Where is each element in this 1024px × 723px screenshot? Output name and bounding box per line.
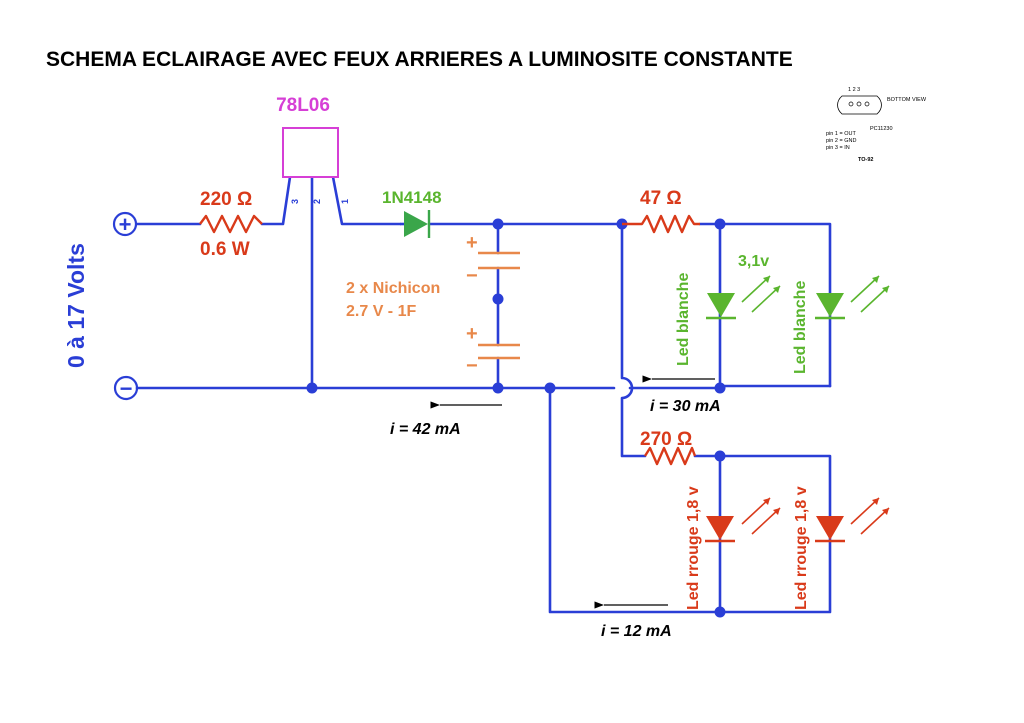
diagram-title: SCHEMA ECLAIRAGE AVEC FEUX ARRIERES A LU…	[46, 48, 793, 71]
cap1-plus: +	[466, 232, 478, 254]
red-led-1	[705, 497, 781, 543]
white-led-1	[706, 275, 781, 320]
regulator-78l06: 78L06 3 2 1	[276, 95, 350, 204]
current-red-label: i = 12 mA	[601, 623, 672, 640]
regulator-name: 78L06	[276, 95, 330, 116]
plus-sign: +	[119, 212, 132, 237]
white-led-label-1: Led blanche	[675, 273, 692, 366]
red-led-2	[815, 497, 890, 543]
resistor-47: 47 Ω	[622, 188, 700, 234]
pinout-pin2: pin 2 = GND	[826, 138, 856, 144]
positive-terminal: +	[112, 211, 138, 237]
supply-voltage-label: 0 à 17 Volts	[63, 243, 89, 368]
current-arrow-red: i = 12 mA	[594, 601, 672, 640]
current-white-label: i = 30 mA	[650, 398, 721, 415]
pinout-package: TO-92	[858, 157, 874, 163]
regulator-pin3: 3	[290, 199, 300, 204]
red-led-label-2: Led rrouge 1,8 v	[793, 486, 810, 610]
pinout-numbers: 1 2 3	[848, 87, 860, 93]
pinout-code: PC11230	[870, 126, 893, 132]
minus-sign: −	[120, 376, 133, 401]
red-led-label-1: Led rrouge 1,8 v	[685, 486, 702, 610]
capacitors: + − + − 2 x Nichicon 2.7 V - 1F	[346, 232, 520, 377]
junctions	[306, 218, 726, 618]
capacitor-label-1: 2 x Nichicon	[346, 280, 440, 297]
resistor-220-power: 0.6 W	[200, 239, 250, 260]
resistor-270-value: 270 Ω	[640, 429, 692, 450]
current-arrow-white: i = 30 mA	[642, 375, 721, 415]
cap2-plus: +	[466, 323, 478, 345]
white-led-2	[815, 275, 890, 320]
white-led-label-2: Led blanche	[792, 281, 809, 374]
to92-pinout: 1 2 3 BOTTOM VIEW PC11230 pin 1 = OUT pi…	[826, 87, 927, 163]
diode-1n4148: 1N4148	[382, 188, 442, 238]
white-led-voltage: 3,1v	[738, 253, 769, 270]
current-arrow-main: i = 42 mA	[390, 401, 502, 438]
diode-name: 1N4148	[382, 188, 442, 207]
pinout-view: BOTTOM VIEW	[887, 97, 927, 103]
negative-terminal: −	[113, 375, 139, 401]
capacitor-label-2: 2.7 V - 1F	[346, 303, 416, 320]
resistor-220: 220 Ω 0.6 W	[199, 189, 263, 260]
pinout-pin3: pin 3 = IN	[826, 145, 850, 151]
regulator-pin1: 1	[340, 199, 350, 204]
current-main-label: i = 42 mA	[390, 421, 461, 438]
resistor-220-value: 220 Ω	[200, 189, 252, 210]
resistor-270: 270 Ω	[640, 429, 697, 466]
cap1-minus: −	[466, 265, 478, 287]
pinout-pin1: pin 1 = OUT	[826, 131, 856, 137]
resistor-47-value: 47 Ω	[640, 188, 682, 209]
cap2-minus: −	[466, 355, 478, 377]
regulator-pin2: 2	[312, 199, 322, 204]
